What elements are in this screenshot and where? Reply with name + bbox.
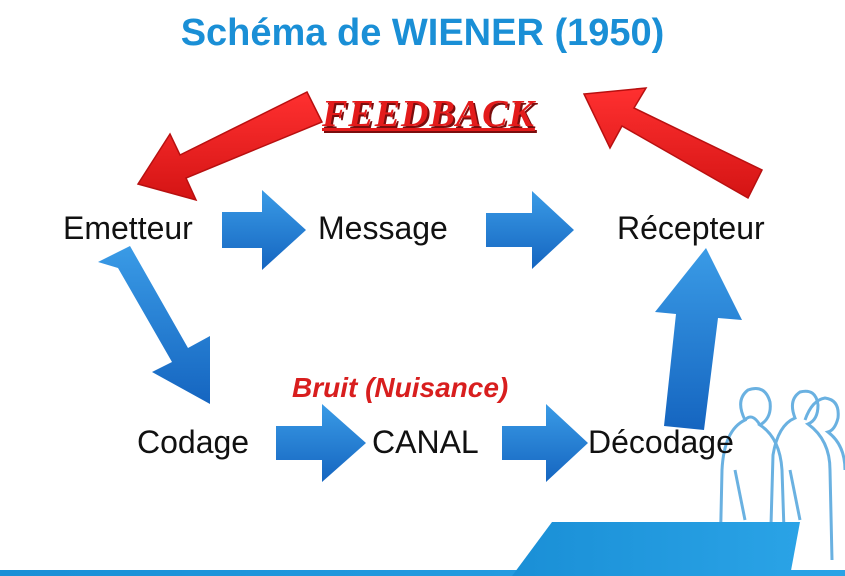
crowd-illustration (718, 387, 845, 561)
arrow-emetteur-codage (98, 246, 210, 404)
arrow-message-recepteur (486, 191, 574, 269)
arrow-canal-decodage (502, 404, 588, 482)
node-emetteur: Emetteur (63, 210, 193, 246)
node-canal: CANAL (372, 424, 479, 460)
feedback-arrow-right (582, 87, 764, 200)
node-decodage: Décodage (588, 424, 734, 460)
node-codage: Codage (137, 424, 250, 460)
arrow-codage-canal (276, 404, 366, 482)
node-message: Message (318, 210, 448, 246)
arrow-decodage-recepteur (655, 248, 742, 430)
node-recepteur: Récepteur (617, 210, 765, 246)
footer-platform (512, 522, 800, 576)
feedback-arrow-left (136, 90, 324, 202)
feedback-label: FEEDBACK (322, 93, 535, 135)
arrow-emetteur-message (222, 190, 306, 270)
noise-label: Bruit (Nuisance) (292, 372, 509, 403)
diagram-title: Schéma de WIENER (1950) (180, 12, 665, 54)
